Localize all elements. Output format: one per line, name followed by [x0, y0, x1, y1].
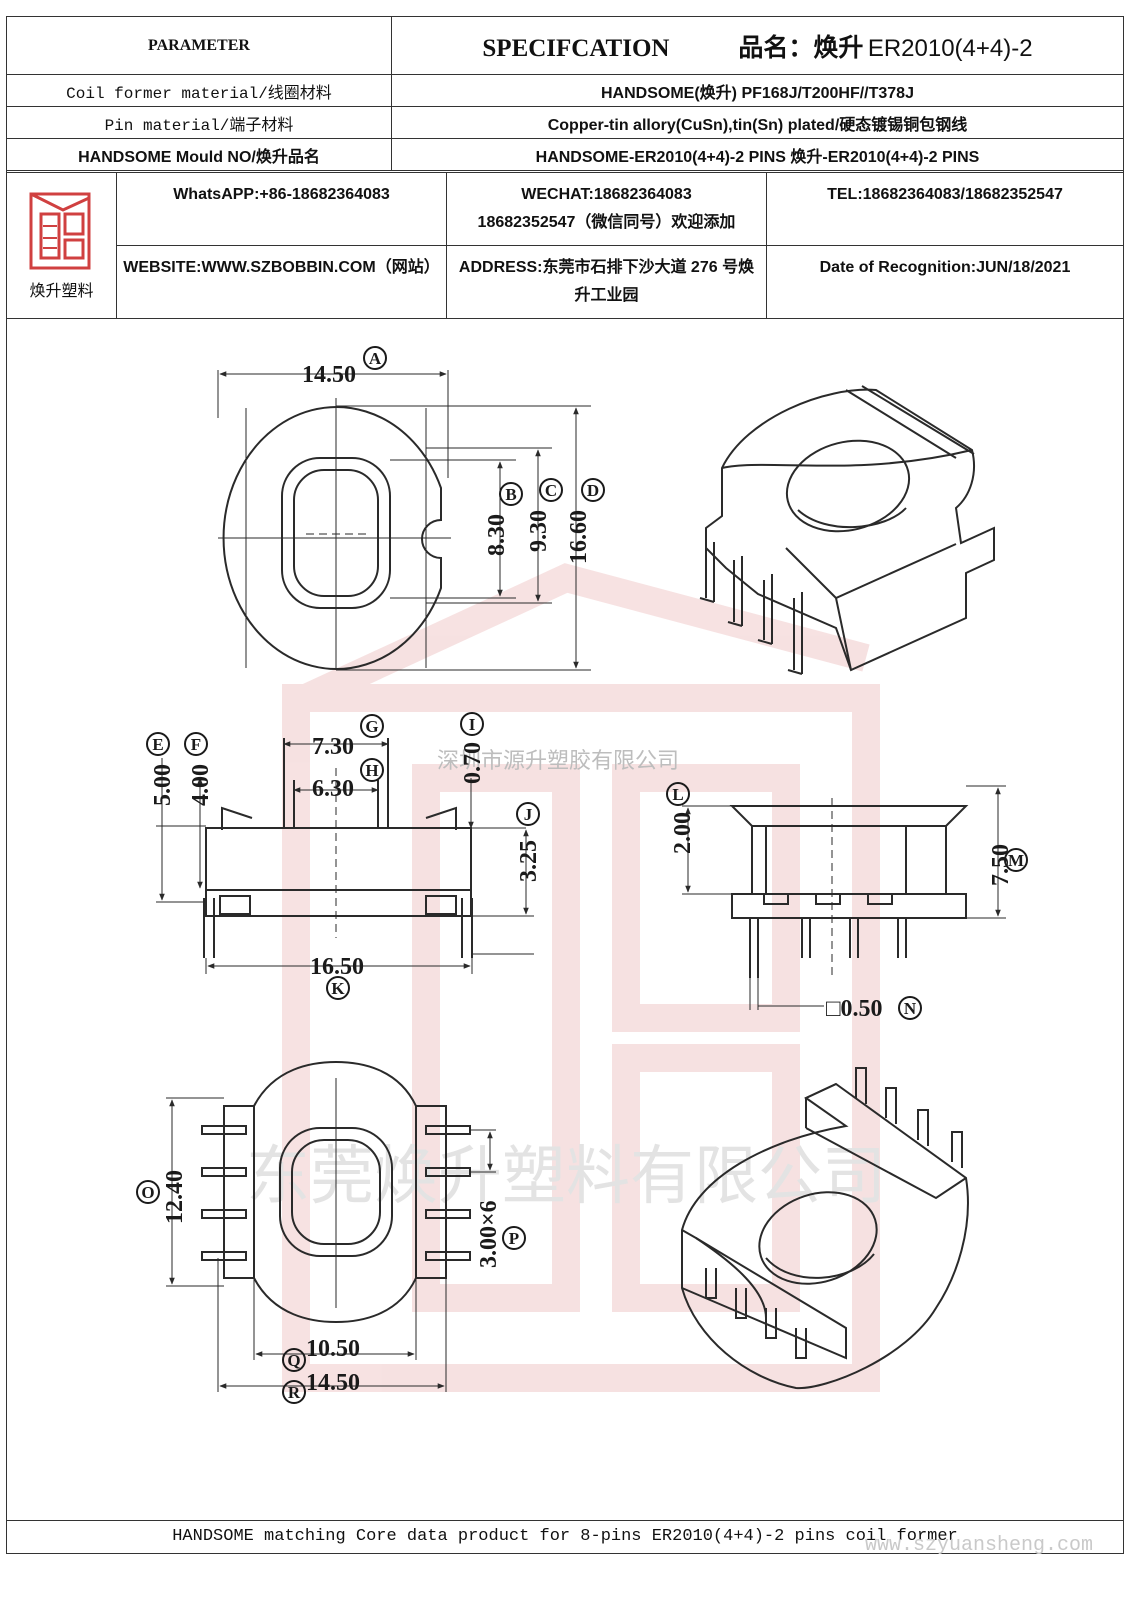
svg-text:A: A	[369, 349, 382, 368]
row-label-pin-material: Pin material/端子材料	[6, 106, 392, 139]
dim-o-value: 12.40	[162, 1170, 188, 1224]
telephone: TEL:18682364083/18682352547	[766, 172, 1124, 246]
dim-m-tag: M	[1004, 848, 1028, 872]
row-value-coil-material: HANDSOME(焕升) PF168J/T200HF//T378J	[391, 74, 1124, 107]
svg-text:C: C	[545, 481, 557, 500]
dim-c-tag: C	[539, 478, 563, 502]
wechat-secondary: 18682352547（微信同号）欢迎添加	[477, 214, 736, 231]
dim-d-value: 16.60	[566, 510, 592, 564]
row-label-mould-no: HANDSOME Mould NO/焕升品名	[6, 138, 392, 171]
bottom-view	[201, 1060, 471, 1324]
svg-text:H: H	[365, 761, 378, 780]
svg-text:R: R	[288, 1383, 301, 1402]
technical-drawing: 深圳市源升塑胶有限公司 东莞焕升塑料有限公司	[136, 346, 1028, 1404]
dim-c-value: 9.30	[526, 510, 552, 552]
dim-j-value: 3.25	[516, 840, 542, 882]
dim-e-value: 5.00	[150, 764, 176, 806]
whatsapp: WhatsAPP:+86-18682364083	[116, 172, 447, 246]
dim-o-tag: O	[136, 1180, 160, 1204]
dim-e-tag: E	[146, 732, 170, 756]
svg-text:M: M	[1008, 851, 1024, 870]
svg-text:E: E	[152, 735, 163, 754]
dim-r-tag: R	[282, 1380, 306, 1404]
dim-i-value: 0.70	[460, 742, 486, 784]
recognition-date: Date of Recognition:JUN/18/2021	[766, 245, 1124, 319]
contact-table: 焕升塑料 WhatsAPP:+86-18682364083 WECHAT:186…	[6, 172, 1124, 319]
dim-f-tag: F	[184, 732, 208, 756]
dim-a-tag: A	[363, 346, 387, 370]
dim-a-value: 14.50	[302, 362, 356, 388]
dim-h-tag: H	[360, 758, 384, 782]
wechat-cell: WECHAT:18682364083 18682352547（微信同号）欢迎添加	[446, 172, 767, 246]
isometric-view-top	[699, 385, 995, 675]
watermark-logo	[282, 563, 880, 1392]
row-value-mould-no: HANDSOME-ER2010(4+4)-2 PINS 焕升-ER2010(4+…	[391, 138, 1124, 171]
dim-r-value: 14.50	[306, 1370, 360, 1396]
dim-g-value: 7.30	[312, 734, 354, 760]
front-view	[218, 398, 451, 670]
address: ADDRESS:东莞市石排下沙大道 276 号焕升工业园	[446, 245, 767, 319]
dim-q-value: 10.50	[306, 1336, 360, 1362]
dim-q-tag: Q	[282, 1348, 306, 1372]
dim-l-value: 2.00	[670, 812, 696, 854]
dim-b-value: 8.30	[484, 514, 510, 556]
svg-text:Q: Q	[287, 1351, 300, 1370]
dim-i-tag: I	[460, 712, 484, 736]
svg-text:B: B	[505, 485, 516, 504]
row-value-pin-material: Copper-tin allory(CuSn),tin(Sn) plated/硬…	[391, 106, 1124, 139]
svg-text:P: P	[509, 1229, 519, 1248]
dim-l-tag: L	[666, 782, 690, 806]
wechat: WECHAT:18682364083	[521, 186, 692, 203]
watermark-site: www.szyuansheng.com	[864, 1534, 1093, 1557]
dim-b-tag: B	[499, 482, 523, 506]
dim-p-tag: P	[502, 1226, 526, 1250]
watermark-text-shenzhen: 深圳市源升塑胶有限公司	[437, 748, 679, 773]
side-view	[203, 738, 473, 958]
dim-n-value: □0.50	[826, 996, 883, 1022]
svg-text:O: O	[141, 1183, 154, 1202]
dim-j-tag: J	[516, 802, 540, 826]
product-label: 品名：焕升	[738, 34, 864, 62]
side-view-right	[729, 798, 969, 978]
specification-heading: SPECIFCATION 品名：焕升 ER2010(4+4)-2	[391, 16, 1124, 75]
svg-text:I: I	[469, 715, 476, 734]
svg-text:F: F	[191, 735, 201, 754]
dim-d-tag: D	[581, 478, 605, 502]
svg-text:N: N	[904, 999, 917, 1018]
dim-f-value: 4.00	[188, 764, 214, 806]
svg-text:K: K	[331, 979, 345, 998]
svg-text:G: G	[365, 717, 378, 736]
dim-p-value: 3.00×6	[476, 1200, 502, 1268]
dim-n-tag: N	[898, 996, 922, 1020]
dim-h-value: 6.30	[312, 776, 354, 802]
spec-header-table: PARAMETER SPECIFCATION 品名：焕升 ER2010(4+4)…	[6, 16, 1124, 171]
footer-description: HANDSOME matching Core data product for …	[6, 1520, 1124, 1554]
dim-k-value: 16.50	[310, 954, 364, 980]
svg-text:D: D	[587, 481, 599, 500]
website: WEBSITE:WWW.SZBOBBIN.COM（网站）	[116, 245, 447, 319]
watermark-text-dongguan: 东莞焕升塑料有限公司	[246, 1141, 886, 1212]
company-logo-icon	[29, 192, 90, 269]
product-name: ER2010(4+4)-2	[867, 34, 1033, 62]
dim-g-tag: G	[360, 714, 384, 738]
company-short-name: 焕升塑料	[29, 282, 94, 300]
isometric-view-bottom	[681, 1067, 969, 1390]
dim-k-tag: K	[326, 976, 350, 1000]
row-label-coil-material: Coil former material/线圈材料	[6, 74, 392, 107]
company-logo-cell: 焕升塑料	[6, 172, 117, 319]
parameter-heading: PARAMETER	[6, 16, 392, 75]
svg-text:L: L	[672, 785, 683, 804]
svg-text:J: J	[524, 805, 533, 824]
